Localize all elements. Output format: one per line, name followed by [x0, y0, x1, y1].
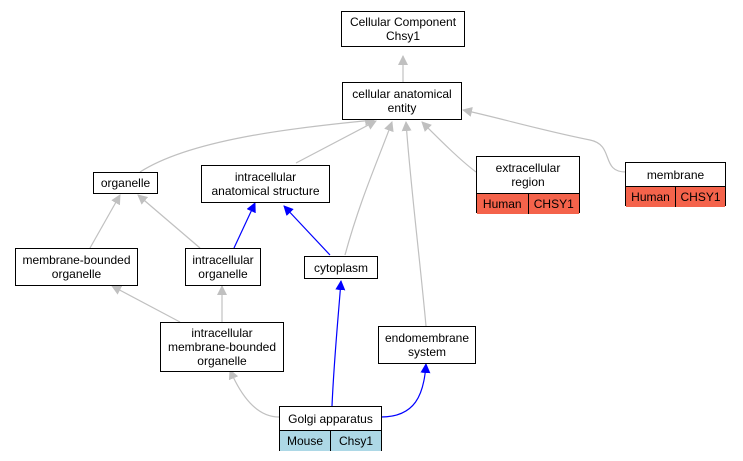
node-cellular-component[interactable]: Cellular Component Chsy1 [341, 11, 465, 47]
edge-organelle-to-cae [139, 115, 375, 173]
species-tag: Mouse [280, 431, 330, 451]
node-label: organelle [100, 176, 151, 190]
edge-membrane-to-cae [462, 107, 627, 173]
edge-cytoplasm-to-cae [344, 121, 394, 256]
edge-extracellular-to-cae [421, 121, 477, 173]
node-organelle[interactable]: organelle [93, 172, 158, 194]
edge-io-to-ias [233, 202, 256, 249]
edge-golgi-to-cytoplasm [331, 280, 346, 407]
edge-io-to-organelle [137, 194, 201, 249]
edge-mbo-to-organelle [89, 194, 121, 249]
node-label: cytoplasm [313, 260, 369, 275]
node-extracellular-region[interactable]: extracellular region Human CHSY1 [476, 156, 580, 214]
node-endomembrane-system[interactable]: endomembrane system [378, 326, 476, 364]
node-label: endomembrane system [384, 331, 470, 359]
species-tag: Human [477, 194, 528, 214]
node-intracellular-membrane-bounded-organelle[interactable]: intracellular membrane-bounded organelle [160, 322, 284, 372]
node-label: Cellular Component Chsy1 [349, 15, 457, 43]
node-intracellular-organelle[interactable]: intracellular organelle [185, 248, 261, 286]
edge-imbo-to-mbo [111, 285, 181, 323]
node-intracellular-anatomical-structure[interactable]: intracellular anatomical structure [201, 165, 330, 203]
edge-cytoplasm-to-ias [283, 205, 331, 256]
node-cytoplasm[interactable]: cytoplasm [304, 256, 378, 279]
gene-tag: CHSY1 [675, 187, 725, 207]
edge-ias-to-cae [295, 120, 377, 164]
node-label: membrane [646, 167, 705, 182]
gene-tag: Chsy1 [330, 431, 381, 451]
node-membrane[interactable]: membrane Human CHSY1 [625, 162, 726, 207]
edge-golgi-to-endomembrane [380, 363, 431, 418]
node-label: intracellular organelle [192, 253, 254, 281]
node-cellular-anatomical-entity[interactable]: cellular anatomical entity [342, 82, 462, 120]
node-label: Golgi apparatus [288, 411, 373, 426]
node-label: intracellular membrane-bounded organelle [167, 326, 277, 368]
edge-endomembrane-to-cae [401, 121, 427, 327]
node-label: cellular anatomical entity [352, 87, 452, 115]
gene-tag: CHSY1 [527, 194, 579, 214]
edge-golgi-to-imbo [228, 369, 280, 418]
node-label: membrane-bounded organelle [22, 253, 131, 281]
species-tag: Human [626, 187, 675, 207]
node-label: extracellular region [495, 161, 561, 189]
node-label: intracellular anatomical structure [211, 170, 320, 198]
node-membrane-bounded-organelle[interactable]: membrane-bounded organelle [15, 248, 138, 286]
node-golgi-apparatus[interactable]: Golgi apparatus Mouse Chsy1 [279, 406, 382, 451]
